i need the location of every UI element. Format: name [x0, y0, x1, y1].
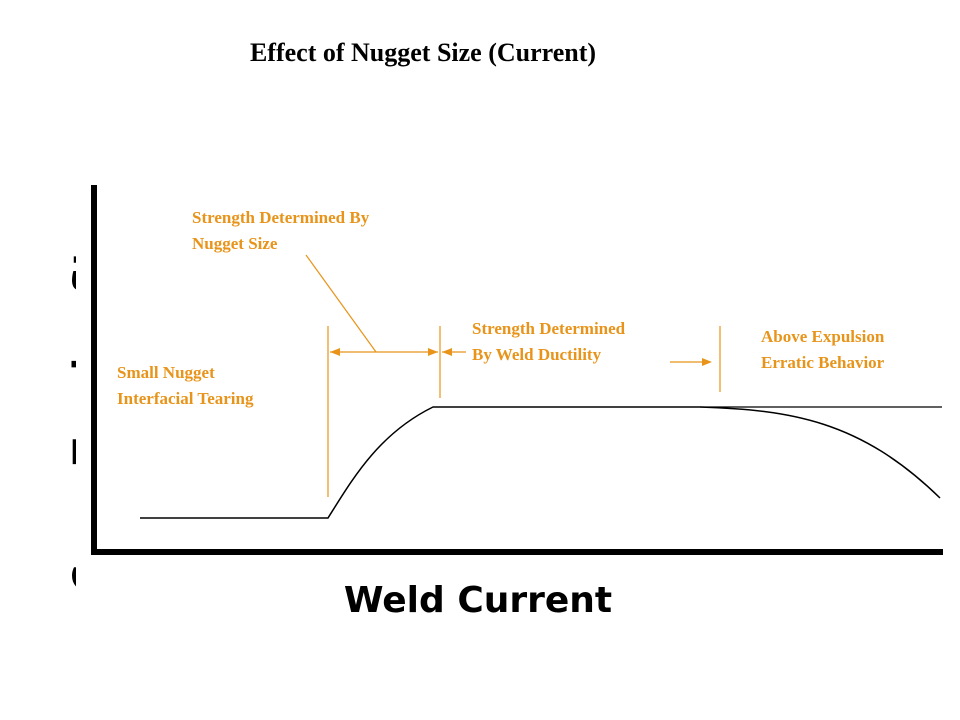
arrowhead-left-nugget [330, 348, 340, 356]
strength-curve [140, 406, 941, 519]
small-nugget-label-line1: Small Nugget [117, 363, 215, 382]
expulsion-label-line1: Above Expulsion [761, 327, 885, 346]
diagram-title: Effect of Nugget Size (Current) [249, 38, 597, 67]
arrowhead-left-ductility [442, 348, 452, 356]
expulsion-label: Above Expulsion Erratic Behavior [761, 324, 884, 376]
nugget-size-label-line2: Nugget Size [192, 234, 278, 253]
x-axis-label: Weld Current [343, 580, 613, 621]
nugget-size-label-line1: Strength Determined By [192, 208, 370, 227]
expulsion-label-line2: Erratic Behavior [761, 353, 885, 372]
arrowhead-right-nugget [428, 348, 438, 356]
small-nugget-label-line2: Interfacial Tearing [117, 389, 254, 408]
arrowhead-right-expulsion [702, 358, 712, 366]
nugget-size-leader-line [305, 254, 377, 353]
weld-ductility-label-line2: By Weld Ductility [472, 345, 602, 364]
weld-ductility-label: Strength Determined By Weld Ductility [472, 316, 625, 368]
small-nugget-label: Small Nugget Interfacial Tearing [117, 360, 253, 412]
weld-ductility-label-line1: Strength Determined [472, 319, 626, 338]
nugget-size-label: Strength Determined By Nugget Size [192, 205, 369, 257]
